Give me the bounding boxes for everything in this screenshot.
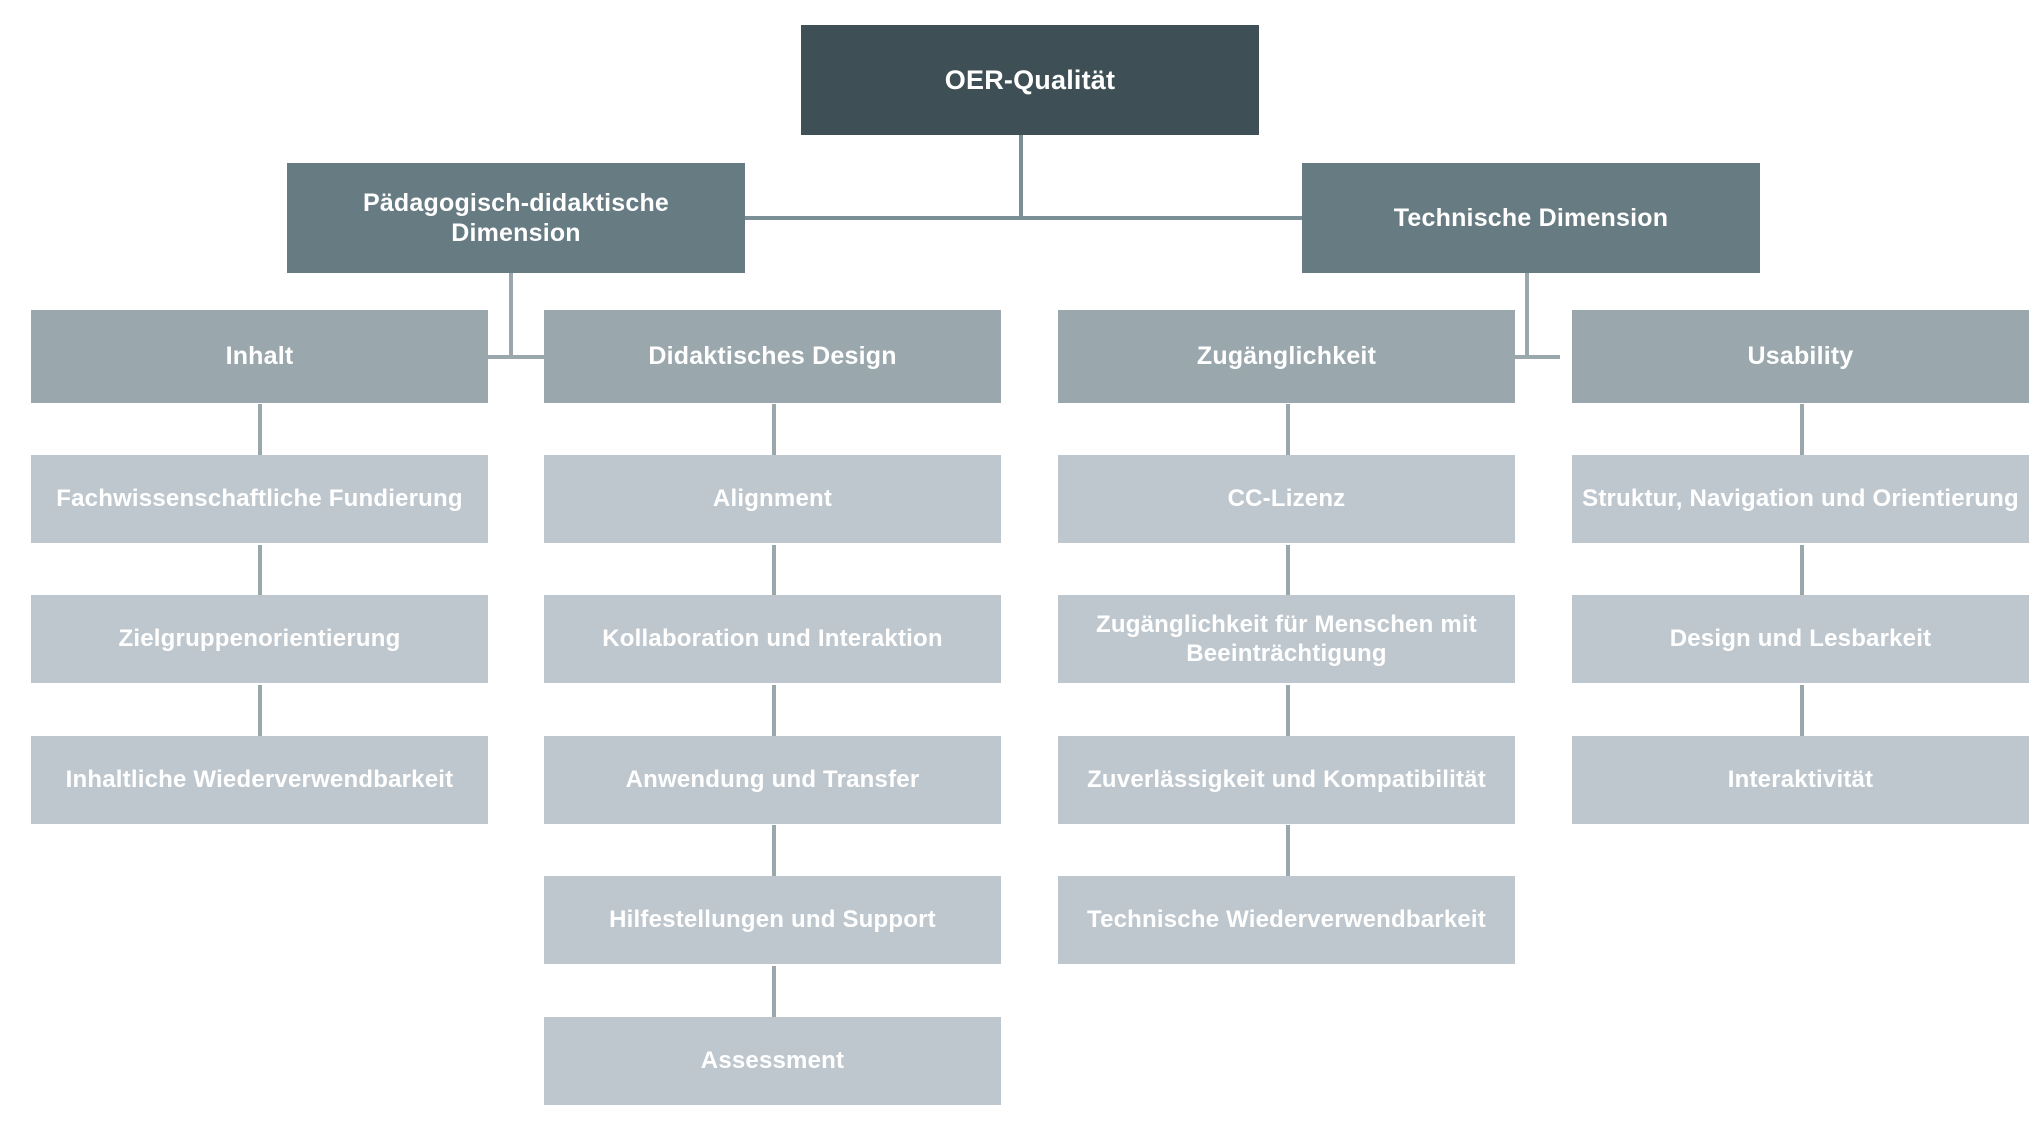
node-label: Zugänglichkeit für Menschen mit Beeinträ… — [1096, 610, 1477, 667]
node-label: Inhalt — [225, 342, 294, 371]
node-label: Technische Dimension — [1393, 203, 1669, 232]
connector-col2-seg2 — [772, 545, 776, 603]
node-criterion-technische-wiederverwendbarkeit[interactable]: Technische Wiederverwendbarkeit — [1058, 876, 1515, 964]
connector-paed-down — [509, 272, 513, 359]
node-label: Zugänglichkeit — [1196, 342, 1377, 371]
node-criterion-assessment[interactable]: Assessment — [544, 1017, 1001, 1105]
node-label: Pädagogisch-didaktische Dimension — [362, 188, 670, 248]
node-criterion-design-und-lesbarkeit[interactable]: Design und Lesbarkeit — [1572, 595, 2029, 683]
node-label: Zielgruppenorientierung — [118, 625, 401, 653]
node-criterion-struktur-navigation-und-orientierung[interactable]: Struktur, Navigation und Orientierung — [1572, 455, 2029, 543]
node-label: Didaktisches Design — [648, 342, 897, 371]
node-category-inhalt[interactable]: Inhalt — [31, 310, 488, 403]
node-label: OER-Qualität — [944, 64, 1116, 95]
connector-root-down — [1019, 133, 1023, 218]
node-criterion-anwendung-und-transfer[interactable]: Anwendung und Transfer — [544, 736, 1001, 824]
connector-col4-seg2 — [1800, 545, 1804, 603]
node-label: Zuverlässigkeit und Kompatibilität — [1087, 766, 1486, 794]
connector-tech-down — [1525, 272, 1529, 359]
node-dimension-paedagogisch-didaktisch[interactable]: Pädagogisch-didaktische Dimension — [287, 163, 745, 273]
connector-col3-seg2 — [1286, 545, 1290, 603]
node-criterion-fachwissenschaftliche-fundierung[interactable]: Fachwissenschaftliche Fundierung — [31, 455, 488, 543]
node-label: Design und Lesbarkeit — [1669, 625, 1932, 653]
node-criterion-zugaenglichkeit-fuer-menschen-mit-beeintraechtigung[interactable]: Zugänglichkeit für Menschen mit Beeinträ… — [1058, 595, 1515, 683]
node-label: Interaktivität — [1727, 766, 1874, 794]
node-label: Inhaltliche Wiederverwendbarkeit — [65, 766, 454, 794]
node-label: Anwendung und Transfer — [625, 766, 920, 794]
connector-col4-seg3 — [1800, 685, 1804, 743]
node-category-usability[interactable]: Usability — [1572, 310, 2029, 403]
connector-col4-seg1 — [1800, 404, 1804, 462]
node-label: CC-Lizenz — [1227, 485, 1346, 513]
node-label: Assessment — [700, 1047, 845, 1075]
node-criterion-zuverlaessigkeit-und-kompatibilitaet[interactable]: Zuverlässigkeit und Kompatibilität — [1058, 736, 1515, 824]
node-label: Technische Wiederverwendbarkeit — [1086, 906, 1486, 934]
connector-paed-bar — [486, 355, 546, 359]
connector-col2-seg4 — [772, 825, 776, 883]
node-label: Hilfestellungen und Support — [609, 906, 936, 934]
connector-col1-seg2 — [258, 545, 262, 603]
connector-col2-seg3 — [772, 685, 776, 743]
node-label: Alignment — [712, 485, 833, 513]
node-criterion-cc-lizenz[interactable]: CC-Lizenz — [1058, 455, 1515, 543]
node-root-oer-qualitaet[interactable]: OER-Qualität — [801, 25, 1259, 135]
connector-col2-seg1 — [772, 404, 776, 462]
node-criterion-inhaltliche-wiederverwendbarkeit[interactable]: Inhaltliche Wiederverwendbarkeit — [31, 736, 488, 824]
connector-col3-seg3 — [1286, 685, 1290, 743]
connector-col1-seg1 — [258, 404, 262, 462]
node-criterion-hilfestellungen-und-support[interactable]: Hilfestellungen und Support — [544, 876, 1001, 964]
node-criterion-kollaboration-und-interaktion[interactable]: Kollaboration und Interaktion — [544, 595, 1001, 683]
node-dimension-technisch[interactable]: Technische Dimension — [1302, 163, 1760, 273]
connector-col3-seg1 — [1286, 404, 1290, 462]
connector-col1-seg3 — [258, 685, 262, 743]
node-label: Struktur, Navigation und Orientierung — [1582, 485, 2019, 513]
node-criterion-zielgruppenorientierung[interactable]: Zielgruppenorientierung — [31, 595, 488, 683]
connector-col3-seg4 — [1286, 825, 1290, 883]
node-category-didaktisches-design[interactable]: Didaktisches Design — [544, 310, 1001, 403]
node-category-zugaenglichkeit[interactable]: Zugänglichkeit — [1058, 310, 1515, 403]
node-criterion-interaktivitaet[interactable]: Interaktivität — [1572, 736, 2029, 824]
connector-tech-bar — [1500, 355, 1560, 359]
node-label: Kollaboration und Interaktion — [602, 625, 943, 653]
node-criterion-alignment[interactable]: Alignment — [544, 455, 1001, 543]
node-label: Fachwissenschaftliche Fundierung — [56, 485, 463, 513]
connector-col2-seg5 — [772, 966, 776, 1024]
connector-dimension-spine — [737, 216, 1309, 220]
node-label: Usability — [1747, 342, 1854, 371]
